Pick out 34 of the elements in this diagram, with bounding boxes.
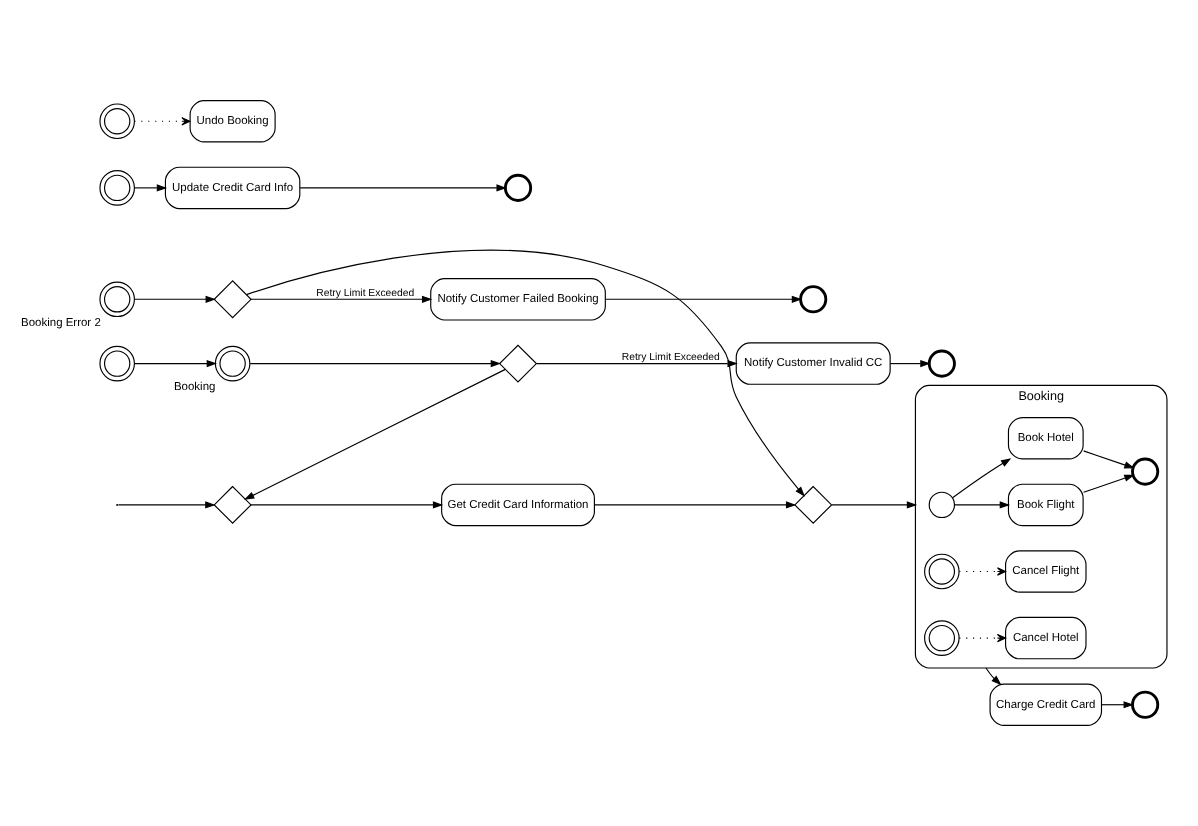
arrow (952, 458, 1012, 499)
arrow (117, 501, 216, 509)
arrow (133, 184, 168, 192)
arrow (244, 368, 506, 500)
arrow (250, 295, 433, 303)
node-diamond (213, 485, 252, 525)
node-circle (1131, 457, 1160, 486)
arrow (954, 501, 1011, 509)
arrow (536, 360, 738, 368)
arrow (958, 567, 1007, 576)
node-diamond (213, 280, 252, 319)
node-circle (214, 345, 251, 382)
arrow (133, 360, 218, 368)
node-circle (927, 349, 956, 378)
node-diamond (498, 344, 538, 383)
arrow (133, 117, 191, 126)
arrow (889, 360, 931, 368)
arrow (985, 667, 1002, 686)
arrow (249, 360, 502, 368)
arrow (299, 184, 507, 192)
arrow (604, 295, 803, 303)
arrow (250, 501, 444, 509)
arrow (1101, 701, 1134, 709)
arrow (958, 633, 1007, 643)
arrow (1083, 450, 1135, 469)
node-circle (503, 173, 533, 202)
node-circle (928, 491, 956, 519)
node-circle (1131, 690, 1160, 719)
arrow (246, 249, 805, 497)
arrow (594, 501, 797, 509)
node-circle (799, 285, 828, 314)
arrow (831, 501, 918, 509)
arrow (1083, 474, 1135, 493)
arrow (133, 295, 216, 303)
